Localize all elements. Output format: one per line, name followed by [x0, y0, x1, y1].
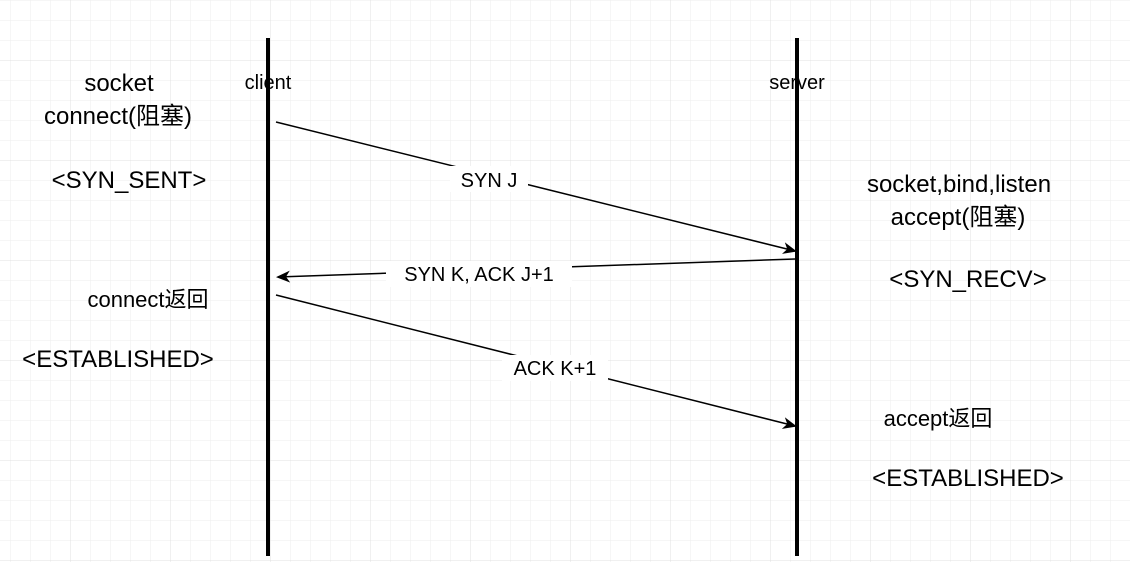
syn-arrow	[275, 121, 797, 254]
client-established-state: <ESTABLISHED>	[22, 346, 214, 373]
server-accept-return-note: accept返回	[884, 406, 993, 431]
client-label: client	[245, 72, 292, 94]
client-syn-sent-state: <SYN_SENT>	[52, 167, 207, 194]
client-connect-block-note: connect(阻塞)	[44, 103, 192, 130]
server-accept-block-note: accept(阻塞)	[891, 204, 1026, 231]
server-established-state: <ESTABLISHED>	[872, 465, 1064, 492]
server-socket-bind-listen-note: socket,bind,listen	[867, 171, 1051, 198]
server-label: server	[769, 72, 825, 94]
client-socket-note: socket	[84, 70, 154, 97]
server-syn-recv-state: <SYN_RECV>	[889, 266, 1046, 293]
ack-label: ACK K+1	[514, 358, 597, 380]
syn-label: SYN J	[461, 170, 518, 192]
client-connect-return-note: connect返回	[87, 287, 208, 312]
syn-ack-label: SYN K, ACK J+1	[404, 264, 554, 286]
